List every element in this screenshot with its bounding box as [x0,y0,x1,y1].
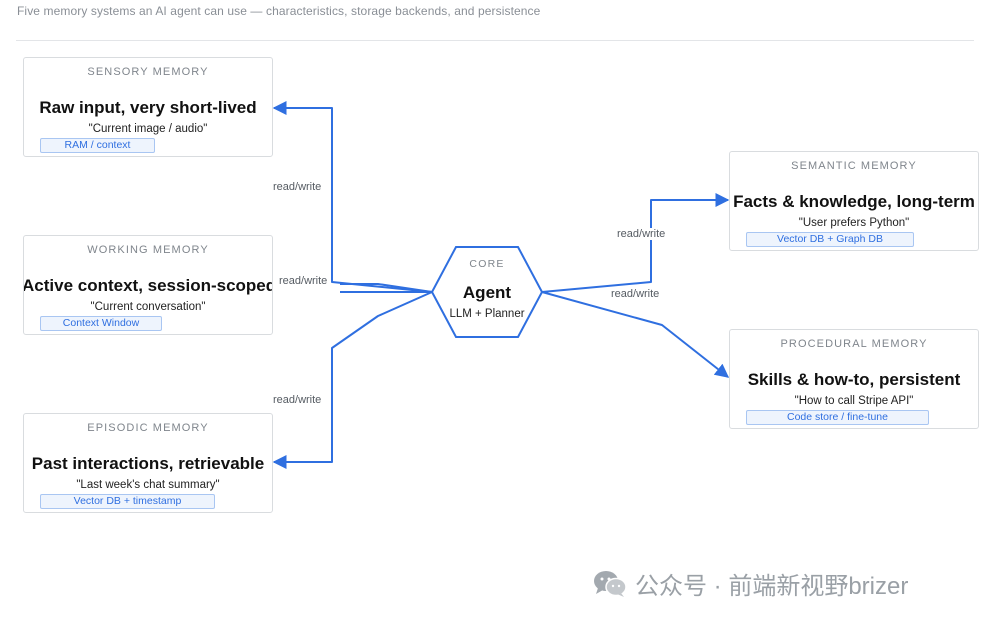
card-category: WORKING MEMORY [87,244,209,256]
card-working-memory[interactable]: WORKING MEMORY Active context, session-s… [23,235,273,335]
card-category: PROCEDURAL MEMORY [780,338,928,350]
edge-label-working: read/write [278,275,329,287]
card-title: Active context, session-scoped [23,276,273,295]
card-title: Skills & how-to, persistent [747,370,961,389]
card-category: SENSORY MEMORY [87,66,209,78]
watermark: 公众号 · 前端新视野brizer [593,566,908,601]
card-example: "User prefers Python" [798,217,910,229]
storage-tag: RAM / context [40,138,155,153]
card-title: Raw input, very short-lived [39,98,257,117]
core-category: CORE [469,258,505,270]
card-category: EPISODIC MEMORY [87,422,209,434]
card-episodic-memory[interactable]: EPISODIC MEMORY Past interactions, retri… [23,413,273,513]
edge-working-2 [340,283,433,293]
core-title: Agent [462,283,512,302]
edge-label-episodic: read/write [272,394,323,406]
edge-procedural [541,291,730,378]
card-title: Facts & knowledge, long-term [733,192,975,211]
header-divider [16,40,974,41]
storage-tag: Context Window [40,316,162,331]
card-example: "Last week's chat summary" [76,479,220,491]
card-sensory-memory[interactable]: SENSORY MEMORY Raw input, very short-liv… [23,57,273,157]
card-example: "Current conversation" [90,301,206,313]
diagram-subtitle: Five memory systems an AI agent can use … [17,4,541,18]
edge-label-sensory: read/write [272,181,323,193]
edge-episodic [272,291,433,469]
core-hexagon[interactable] [430,246,544,338]
wechat-icon [594,570,627,597]
watermark-text: 公众号 · 前端新视野brizer [635,573,909,600]
card-semantic-memory[interactable]: SEMANTIC MEMORY Facts & knowledge, long-… [729,151,979,251]
edge-label-procedural: read/write [610,288,661,300]
storage-tag: Code store / fine-tune [746,410,929,425]
core-subtitle: LLM + Planner [449,308,525,320]
card-category: SEMANTIC MEMORY [791,160,917,172]
storage-tag: Vector DB + Graph DB [746,232,914,247]
edge-semantic [541,193,730,293]
card-example: "Current image / audio" [88,123,208,135]
edge-sensory [272,101,433,293]
edge-label-semantic: read/write [616,228,667,240]
card-example: "How to call Stripe API" [794,395,914,407]
card-procedural-memory[interactable]: PROCEDURAL MEMORY Skills & how-to, persi… [729,329,979,429]
card-title: Past interactions, retrievable [31,454,265,473]
storage-tag: Vector DB + timestamp [40,494,215,509]
